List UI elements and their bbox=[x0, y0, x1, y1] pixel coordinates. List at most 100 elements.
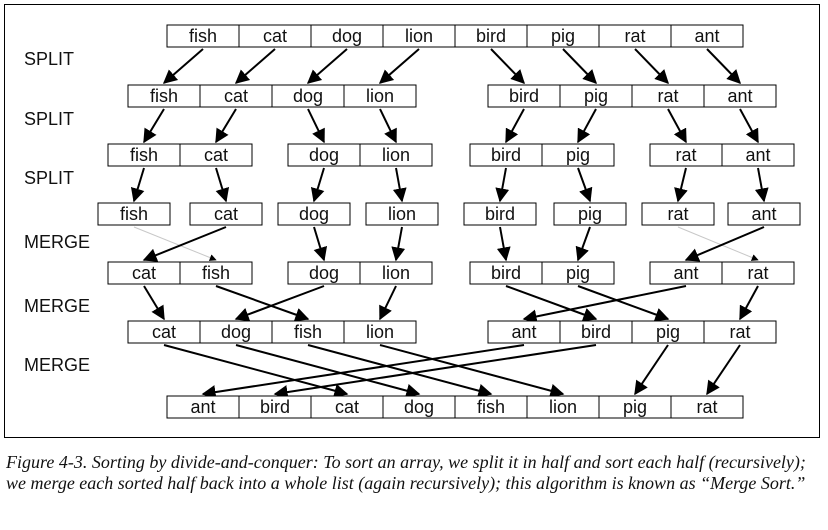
cell-label: ant bbox=[673, 263, 698, 283]
cell-label: pig bbox=[656, 322, 680, 342]
move-arrow bbox=[505, 285, 598, 322]
array-cell bbox=[727, 202, 801, 226]
array-group: rat ant bbox=[649, 143, 795, 167]
move-arrow bbox=[684, 226, 765, 262]
move-arrow bbox=[201, 344, 525, 400]
move-arrow bbox=[739, 285, 759, 321]
array-cell bbox=[721, 261, 795, 285]
cell-label: ant bbox=[694, 26, 719, 46]
array-cell bbox=[721, 143, 795, 167]
array-group: bird pig bbox=[469, 143, 615, 167]
cell-label: dog bbox=[309, 263, 339, 283]
cell-label: dog bbox=[309, 145, 339, 165]
move-arrow bbox=[215, 108, 237, 144]
move-arrow bbox=[378, 48, 420, 84]
cell-label: pig bbox=[566, 263, 590, 283]
cell-label: bird bbox=[491, 263, 521, 283]
array-cell bbox=[97, 202, 171, 226]
array-group: ant rat bbox=[649, 261, 795, 285]
move-arrow bbox=[379, 108, 397, 144]
array-cell bbox=[189, 202, 263, 226]
array-cell bbox=[179, 261, 253, 285]
move-arrow bbox=[133, 226, 217, 261]
arrows-layer bbox=[130, 48, 769, 400]
row-4: cat fish dog lion bird pig ant rat bbox=[107, 261, 795, 285]
cell-label: rat bbox=[657, 86, 678, 106]
move-arrow bbox=[577, 285, 670, 322]
cell-label: bird bbox=[476, 26, 506, 46]
move-arrow bbox=[575, 226, 591, 262]
cell-label: fish bbox=[150, 86, 178, 106]
array-cell bbox=[553, 202, 627, 226]
move-arrow bbox=[273, 344, 597, 400]
array-group: bird bbox=[463, 202, 537, 226]
array-cell bbox=[179, 143, 253, 167]
cell-label: ant bbox=[745, 145, 770, 165]
cell-label: cat bbox=[132, 263, 156, 283]
array-group: bird pig bbox=[469, 261, 615, 285]
move-arrow bbox=[634, 344, 669, 396]
move-arrow bbox=[522, 285, 687, 324]
cell-label: pig bbox=[584, 86, 608, 106]
cell-label: cat bbox=[152, 322, 176, 342]
array-cell bbox=[641, 202, 715, 226]
cell-label: bird bbox=[491, 145, 521, 165]
move-arrow bbox=[162, 48, 204, 84]
move-arrow bbox=[505, 108, 525, 144]
move-arrow bbox=[634, 48, 669, 85]
array-group: cat bbox=[189, 202, 263, 226]
cell-label: ant bbox=[190, 397, 215, 417]
cell-label: lion bbox=[382, 145, 410, 165]
move-arrow bbox=[307, 344, 493, 398]
move-arrow bbox=[577, 167, 593, 203]
array-cell bbox=[541, 143, 615, 167]
cell-label: lion bbox=[388, 204, 416, 224]
move-arrow bbox=[163, 344, 349, 398]
cell-label: rat bbox=[747, 263, 768, 283]
move-arrow bbox=[313, 226, 328, 262]
cell-label: rat bbox=[729, 322, 750, 342]
stage-label: MERGE bbox=[24, 355, 90, 375]
cell-label: dog bbox=[293, 86, 323, 106]
array-group: lion bbox=[365, 202, 439, 226]
cell-label: cat bbox=[224, 86, 248, 106]
array-cell bbox=[359, 143, 433, 167]
move-arrow bbox=[490, 48, 525, 85]
stage-label: MERGE bbox=[24, 232, 90, 252]
move-arrow bbox=[739, 108, 759, 144]
cell-label: rat bbox=[624, 26, 645, 46]
cell-label: bird bbox=[485, 204, 515, 224]
cell-label: bird bbox=[581, 322, 611, 342]
array-cell bbox=[343, 320, 417, 344]
cell-label: dog bbox=[332, 26, 362, 46]
array-group: ant bbox=[727, 202, 801, 226]
cell-label: ant bbox=[727, 86, 752, 106]
cell-label: fish bbox=[189, 26, 217, 46]
cell-label: rat bbox=[675, 145, 696, 165]
cell-label: fish bbox=[202, 263, 230, 283]
array-cell bbox=[541, 261, 615, 285]
cell-label: lion bbox=[382, 263, 410, 283]
move-arrow bbox=[310, 167, 325, 203]
cell-label: dog bbox=[221, 322, 251, 342]
move-arrow bbox=[379, 285, 397, 321]
cell-label: bird bbox=[260, 397, 290, 417]
move-arrow bbox=[495, 167, 510, 203]
cell-label: cat bbox=[214, 204, 238, 224]
move-arrow bbox=[562, 48, 597, 85]
cell-label: pig bbox=[578, 204, 602, 224]
cell-label: lion bbox=[366, 322, 394, 342]
cell-label: pig bbox=[566, 145, 590, 165]
array-group: fish bbox=[97, 202, 171, 226]
